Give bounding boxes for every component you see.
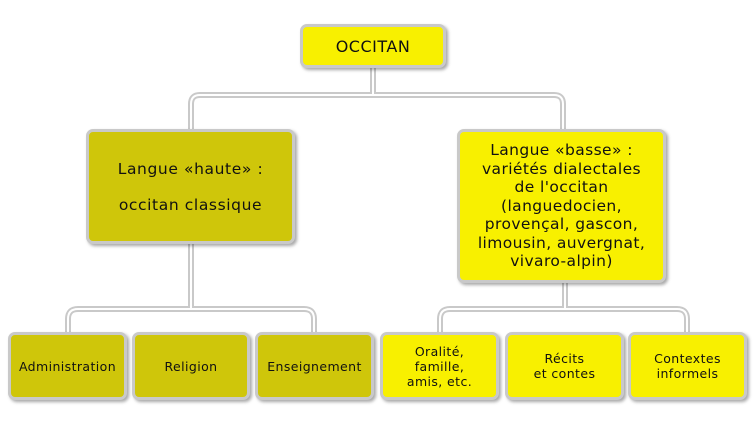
basse-to-leaves-connector-inner — [439, 282, 688, 333]
leaf-node-label: Religion — [164, 358, 218, 374]
root-node-occitan: OCCITAN — [300, 24, 446, 68]
leaf-node-administration: Administration — [8, 332, 127, 400]
leaf-node-enseignement: Enseignement — [255, 332, 374, 400]
haute-to-leaves-connector-inner — [67, 243, 315, 333]
root-node-label: OCCITAN — [335, 36, 411, 56]
leaf-node-label: Administration — [18, 358, 117, 374]
leaf-node-label: Oralité, famille, amis, etc. — [406, 343, 473, 389]
leaf-node-oralite: Oralité, famille, amis, etc. — [380, 332, 499, 400]
leaf-node-label: Enseignement — [267, 358, 362, 374]
leaf-node-contextes-informels: Contextes informels — [628, 332, 747, 400]
leaf-node-recits-contes: Récits et contes — [505, 332, 624, 400]
root-to-branches-connector — [188, 65, 566, 132]
leaf-node-label: Récits et contes — [533, 351, 596, 381]
branch-node-langue-basse: Langue «basse» : variétés dialectales de… — [457, 129, 666, 283]
leaf-node-religion: Religion — [132, 332, 250, 400]
leaf-node-label: Contextes informels — [654, 351, 721, 381]
branch-node-langue-haute: Langue «haute» : occitan classique — [86, 129, 295, 244]
basse-to-leaves-connector — [437, 280, 690, 335]
branch-node-haute-label: Langue «haute» : occitan classique — [117, 159, 264, 214]
root-to-branches-connector-inner — [190, 67, 564, 130]
branch-node-basse-label: Langue «basse» : variétés dialectales de… — [477, 141, 646, 271]
